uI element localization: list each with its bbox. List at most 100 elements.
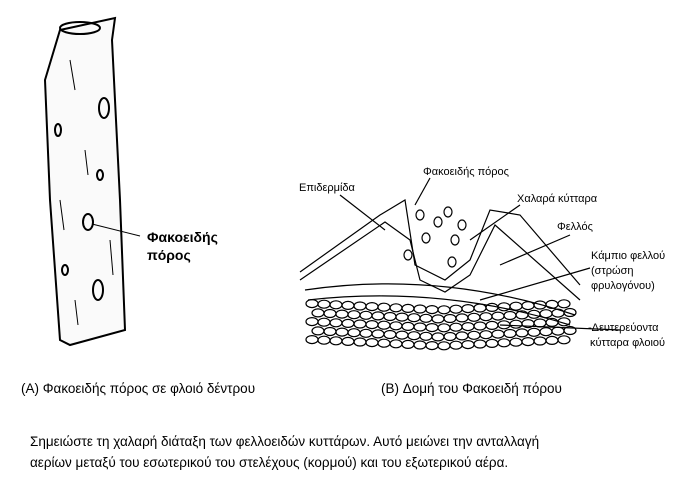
cell <box>353 301 367 311</box>
label-secondary-2: κύτταρα φλοιού <box>590 337 666 349</box>
cell <box>407 313 421 323</box>
cell <box>437 305 451 315</box>
cell <box>449 304 463 314</box>
cell <box>329 336 343 346</box>
cell <box>491 311 505 321</box>
cell <box>551 326 565 336</box>
cell <box>437 341 451 351</box>
cell <box>413 322 427 332</box>
cell <box>431 332 445 342</box>
loose-cell <box>443 206 453 218</box>
cell <box>383 311 397 322</box>
cell <box>473 339 487 349</box>
loose-cell <box>450 234 460 246</box>
cell <box>443 313 457 324</box>
cell <box>401 339 415 349</box>
cell <box>563 325 577 336</box>
cell <box>473 321 487 331</box>
cell <box>395 330 409 340</box>
cell <box>461 340 475 350</box>
cell <box>317 335 331 345</box>
cell <box>545 335 559 345</box>
cell <box>485 338 499 348</box>
cell <box>509 319 523 329</box>
cell <box>419 331 433 341</box>
label-loose-cells: Χαλαρά κύτταρα <box>517 193 598 205</box>
label-secondary-1: -Δευτερεύοντα <box>588 322 659 334</box>
cell <box>539 327 553 337</box>
cell <box>377 338 391 348</box>
cell <box>425 341 439 351</box>
cell <box>503 310 517 321</box>
cell <box>515 328 529 338</box>
cell <box>461 304 475 314</box>
cell <box>347 310 361 320</box>
cell <box>341 318 355 328</box>
cell <box>401 303 415 313</box>
label-lenticel: Φακοειδής πόρος <box>423 166 509 178</box>
cell <box>449 322 463 332</box>
label-epidermis: Επιδερμίδα <box>299 182 355 194</box>
cell <box>557 299 571 309</box>
cell <box>455 313 469 323</box>
cell <box>557 335 571 345</box>
loose-cell <box>403 249 413 261</box>
cell <box>485 302 499 312</box>
cell <box>425 323 439 333</box>
cell <box>365 302 379 312</box>
cell <box>377 320 391 330</box>
cell <box>419 313 433 323</box>
cell <box>323 326 337 337</box>
cell <box>479 312 493 322</box>
cell <box>377 302 391 312</box>
cell <box>329 318 343 328</box>
cell <box>503 328 517 339</box>
cell <box>359 328 373 338</box>
cell <box>371 329 385 339</box>
cell <box>389 321 403 331</box>
cell <box>329 300 343 310</box>
cell <box>497 338 511 348</box>
cell <box>473 303 487 313</box>
cell <box>527 327 541 337</box>
cell <box>455 331 469 341</box>
cell <box>539 309 553 319</box>
cell <box>521 337 535 347</box>
cell <box>431 314 445 324</box>
cell <box>485 320 499 330</box>
lenticel-cross-section <box>299 177 621 351</box>
loose-cell <box>457 219 467 231</box>
label-cork-cambium-1: Κάμπιο φελλού <box>591 250 666 262</box>
cell <box>563 307 577 318</box>
label-cork-cambium-2: (στρώση <box>591 265 634 277</box>
note-line-1: Σημειώστε τη χαλαρή διάταξη των φελλοειδ… <box>30 434 540 449</box>
cell <box>389 339 403 349</box>
loose-cell <box>415 209 425 221</box>
cell <box>521 301 535 311</box>
cell <box>311 326 325 336</box>
cell <box>425 305 439 315</box>
note-line-2: αερίων μεταξύ του εσωτερικού του στελέχο… <box>30 455 509 470</box>
cell <box>365 338 379 348</box>
cell <box>353 337 367 347</box>
cell <box>311 308 325 318</box>
cell <box>449 340 463 350</box>
loose-cell <box>421 232 431 244</box>
cell <box>353 319 367 329</box>
cell <box>497 302 511 312</box>
cell <box>509 337 523 347</box>
cell <box>341 300 355 310</box>
cell <box>467 330 481 340</box>
cell <box>491 329 505 339</box>
caption-a: (A) Φακοειδής πόρος σε φλοιό δέντρου <box>21 381 256 396</box>
cell <box>413 340 427 350</box>
cell <box>359 310 373 320</box>
cell <box>335 309 349 319</box>
cell <box>305 335 319 345</box>
cell <box>305 317 319 327</box>
cell <box>557 317 571 327</box>
cell <box>317 317 331 327</box>
lenticel-label-line1: Φακοειδής <box>147 229 218 245</box>
